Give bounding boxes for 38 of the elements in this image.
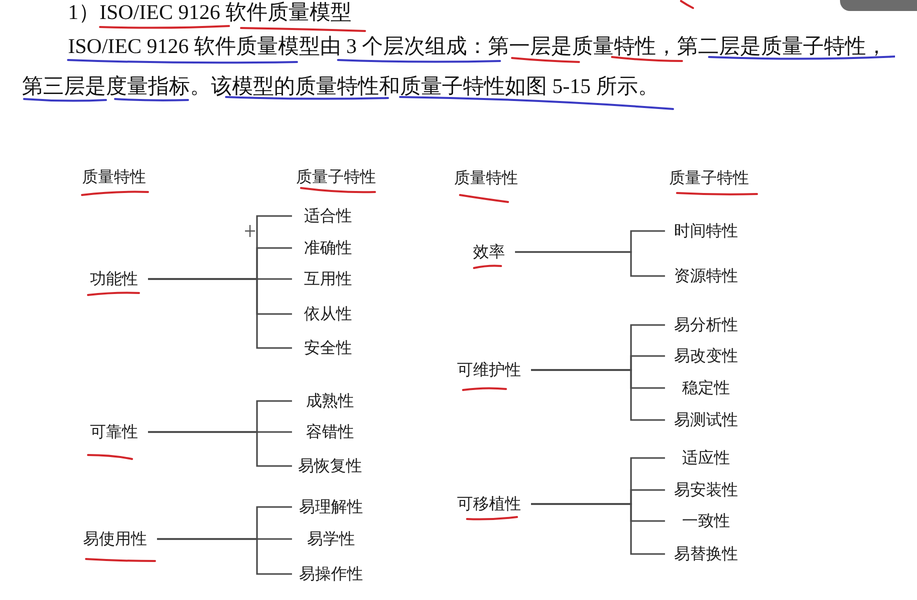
subcharacteristic-label: 一致性 — [682, 511, 730, 531]
characteristic-label: 效率 — [473, 242, 505, 262]
subcharacteristic-label: 资源特性 — [674, 266, 738, 286]
connector-line — [148, 278, 292, 349]
characteristic-label: 可移植性 — [457, 494, 521, 514]
subcharacteristic-label: 易测试性 — [674, 410, 738, 430]
subcharacteristic-label: 易操作性 — [299, 564, 363, 584]
subcharacteristic-label: 易替换性 — [674, 544, 738, 564]
subcharacteristic-label: 适应性 — [682, 448, 730, 468]
connector-line — [515, 251, 665, 277]
subcharacteristic-label: 易分析性 — [674, 315, 738, 335]
connector-line — [157, 538, 292, 575]
characteristic-label: 可靠性 — [90, 422, 138, 442]
subcharacteristic-label: 稳定性 — [682, 378, 730, 398]
section-heading: 1）ISO/IEC 9126 软件质量模型 — [68, 0, 352, 24]
column-heading: 质量特性 — [82, 167, 146, 187]
subcharacteristic-label: 易恢复性 — [298, 456, 362, 476]
subcharacteristic-label: 互用性 — [304, 269, 352, 289]
subcharacteristic-label: 安全性 — [304, 338, 352, 358]
subcharacteristic-label: 依从性 — [304, 304, 352, 324]
subcharacteristic-label: 易安装性 — [674, 480, 738, 500]
subcharacteristic-label: 时间特性 — [674, 221, 738, 241]
column-heading: 质量特性 — [454, 168, 518, 188]
connector-line — [148, 431, 292, 467]
subcharacteristic-label: 易改变性 — [674, 346, 738, 366]
subcharacteristic-label: 适合性 — [304, 206, 352, 226]
column-heading: 质量子特性 — [296, 167, 376, 187]
subcharacteristic-label: 准确性 — [304, 238, 352, 258]
connector-line — [531, 369, 665, 421]
connector-line — [531, 503, 665, 555]
column-heading: 质量子特性 — [669, 168, 749, 188]
subcharacteristic-label: 成熟性 — [306, 391, 354, 411]
characteristic-label: 易使用性 — [83, 529, 147, 549]
characteristic-label: 可维护性 — [457, 360, 521, 380]
characteristic-label: 功能性 — [90, 269, 138, 289]
subcharacteristic-label: 易学性 — [307, 529, 355, 549]
subcharacteristic-label: 容错性 — [306, 422, 354, 442]
subcharacteristic-label: 易理解性 — [299, 497, 363, 517]
